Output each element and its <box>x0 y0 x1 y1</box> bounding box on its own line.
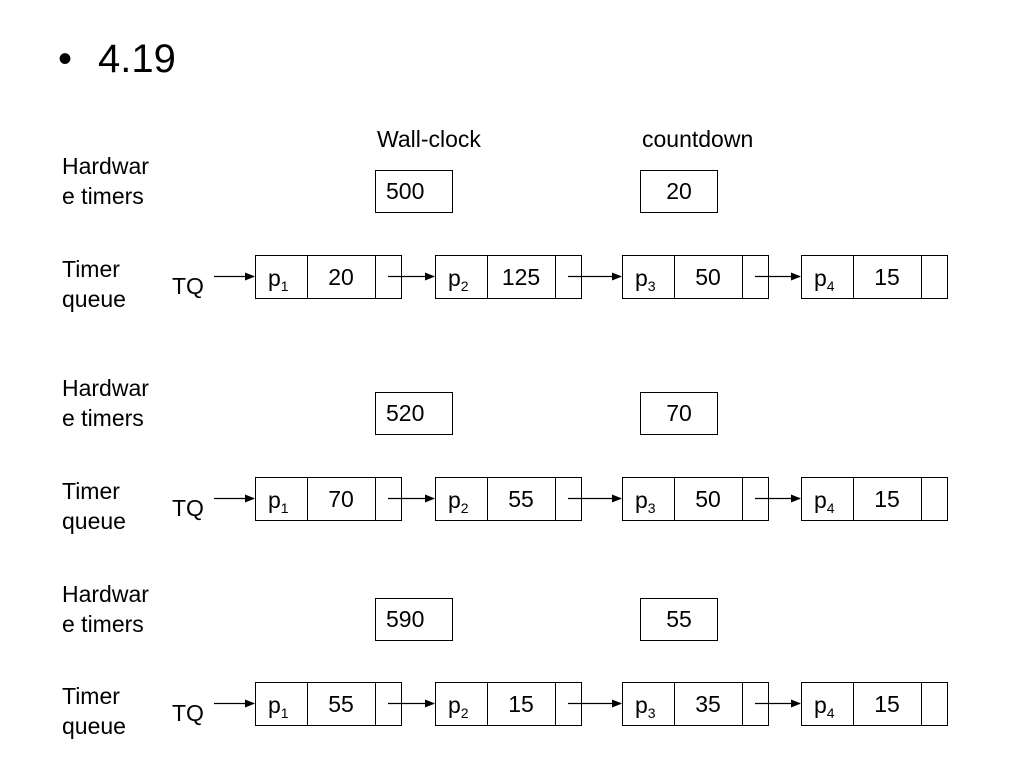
queue-node: p1 55 <box>255 682 402 726</box>
queue-node: p3 50 <box>622 477 769 521</box>
countdown-header: countdown <box>642 126 754 152</box>
process-subscript: 3 <box>648 500 656 516</box>
queue-node: p1 70 <box>255 477 402 521</box>
hardware-timers-label: Hardwar e timers <box>62 153 149 209</box>
timer-queue-label: Timer queue <box>62 256 126 312</box>
queue-node: p2 55 <box>435 477 582 521</box>
timer-value: 15 <box>874 264 900 290</box>
process-subscript: 1 <box>281 500 289 516</box>
process-subscript: 4 <box>827 705 835 721</box>
process-name: p2 <box>448 692 469 721</box>
process-subscript: 3 <box>648 705 656 721</box>
timer-queue-label: Timer queue <box>62 478 126 534</box>
wall-clock-box: 590 <box>375 598 453 641</box>
process-name: p3 <box>635 692 656 721</box>
queue-node: p1 20 <box>255 255 402 299</box>
process-name: p2 <box>448 265 469 294</box>
tq-label: TQ <box>172 700 204 726</box>
bullet-icon: • <box>58 37 73 81</box>
countdown-box: 55 <box>640 598 718 641</box>
process-name: p3 <box>635 487 656 516</box>
process-name: p4 <box>814 692 835 721</box>
wall-clock-header: Wall-clock <box>377 126 481 152</box>
process-name: p1 <box>268 692 289 721</box>
process-subscript: 3 <box>648 278 656 294</box>
timer-value: 55 <box>328 691 354 717</box>
countdown-box: 20 <box>640 170 718 213</box>
process-subscript: 1 <box>281 278 289 294</box>
timer-value: 70 <box>328 486 354 512</box>
process-subscript: 4 <box>827 278 835 294</box>
process-name: p1 <box>268 487 289 516</box>
process-subscript: 4 <box>827 500 835 516</box>
timer-value: 20 <box>328 264 354 290</box>
queue-node-box <box>801 255 948 299</box>
process-name: p4 <box>814 487 835 516</box>
wall-clock-box: 520 <box>375 392 453 435</box>
timer-value: 15 <box>508 691 534 717</box>
process-subscript: 2 <box>461 278 469 294</box>
timer-value: 15 <box>874 691 900 717</box>
timer-value: 15 <box>874 486 900 512</box>
timer-value: 50 <box>695 486 721 512</box>
timer-queue-label: Timer queue <box>62 683 126 739</box>
process-name: p4 <box>814 265 835 294</box>
timer-value: 50 <box>695 264 721 290</box>
queue-node-box <box>801 682 948 726</box>
process-subscript: 2 <box>461 500 469 516</box>
wall-clock-box: 500 <box>375 170 453 213</box>
process-name: p1 <box>268 265 289 294</box>
timer-value: 35 <box>695 691 721 717</box>
process-name: p3 <box>635 265 656 294</box>
slide-title: • 4.19 <box>58 34 176 84</box>
timer-value: 125 <box>502 264 540 290</box>
tq-label: TQ <box>172 495 204 521</box>
queue-node: p2 15 <box>435 682 582 726</box>
queue-node-box <box>801 477 948 521</box>
slide-title-text: 4.19 <box>98 37 176 81</box>
process-subscript: 1 <box>281 705 289 721</box>
timer-value: 55 <box>508 486 534 512</box>
queue-node: p3 35 <box>622 682 769 726</box>
countdown-box: 70 <box>640 392 718 435</box>
hardware-timers-label: Hardwar e timers <box>62 375 149 431</box>
queue-node: p2 125 <box>435 255 582 299</box>
hardware-timers-label: Hardwar e timers <box>62 581 149 637</box>
process-subscript: 2 <box>461 705 469 721</box>
queue-node: p4 15 <box>801 477 948 521</box>
process-name: p2 <box>448 487 469 516</box>
queue-node: p4 15 <box>801 255 948 299</box>
queue-node: p3 50 <box>622 255 769 299</box>
queue-node: p4 15 <box>801 682 948 726</box>
tq-label: TQ <box>172 273 204 299</box>
